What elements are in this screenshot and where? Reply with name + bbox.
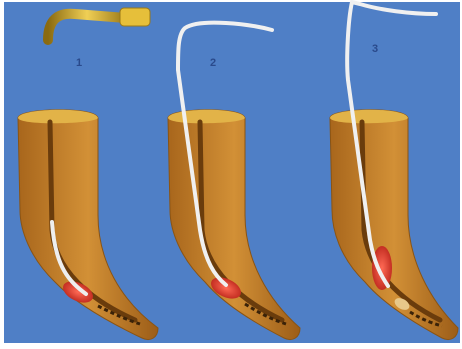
gold-instrument-neck bbox=[48, 14, 126, 40]
gold-instrument-handle bbox=[120, 8, 150, 26]
root-body-3 bbox=[330, 110, 458, 340]
tooth-3: 3 bbox=[330, 2, 458, 340]
step-label-3: 3 bbox=[372, 43, 378, 55]
tooth-2: 2 bbox=[168, 23, 300, 340]
tooth-1: 1 bbox=[18, 8, 158, 340]
step-label-2: 2 bbox=[210, 57, 216, 69]
step-label-1: 1 bbox=[76, 57, 82, 69]
root-body-1 bbox=[18, 110, 158, 340]
lesion-3 bbox=[372, 246, 392, 290]
